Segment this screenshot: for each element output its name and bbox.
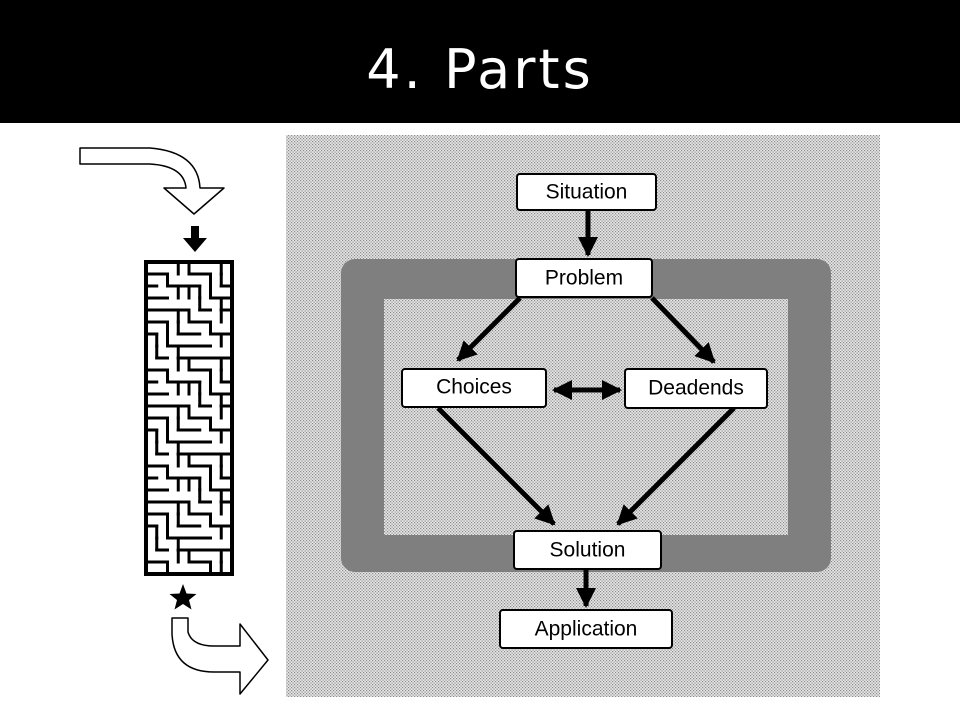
problem-inner-area — [384, 299, 788, 535]
node-solution: Solution — [513, 530, 662, 570]
down-arrow-icon — [183, 226, 207, 252]
entry-arrow-icon — [79, 147, 225, 215]
svg-text:Solution: Solution — [550, 539, 626, 562]
connectors — [436, 210, 736, 608]
svg-text:Deadends: Deadends — [648, 377, 744, 400]
arrow-deadends-solution — [616, 406, 736, 526]
node-deadends: Deadends — [624, 368, 768, 409]
svg-text:Choices: Choices — [436, 376, 512, 399]
node-choices: Choices — [401, 368, 547, 408]
node-situation: Situation — [516, 173, 657, 211]
arrow-problem-choices — [456, 296, 522, 362]
arrow-problem-deadends — [650, 296, 716, 364]
star-icon — [169, 584, 197, 610]
svg-text:Application: Application — [535, 618, 638, 641]
exit-arrow-icon — [171, 617, 269, 695]
svg-text:Situation: Situation — [546, 181, 628, 204]
arrow-choices-solution — [436, 406, 556, 526]
slide-title: 4. Parts — [366, 38, 594, 101]
node-problem: Problem — [515, 258, 653, 298]
maze-icon — [144, 260, 234, 576]
title-bar: 4. Parts — [0, 0, 960, 123]
node-application: Application — [499, 609, 673, 649]
svg-text:Problem: Problem — [545, 267, 623, 290]
